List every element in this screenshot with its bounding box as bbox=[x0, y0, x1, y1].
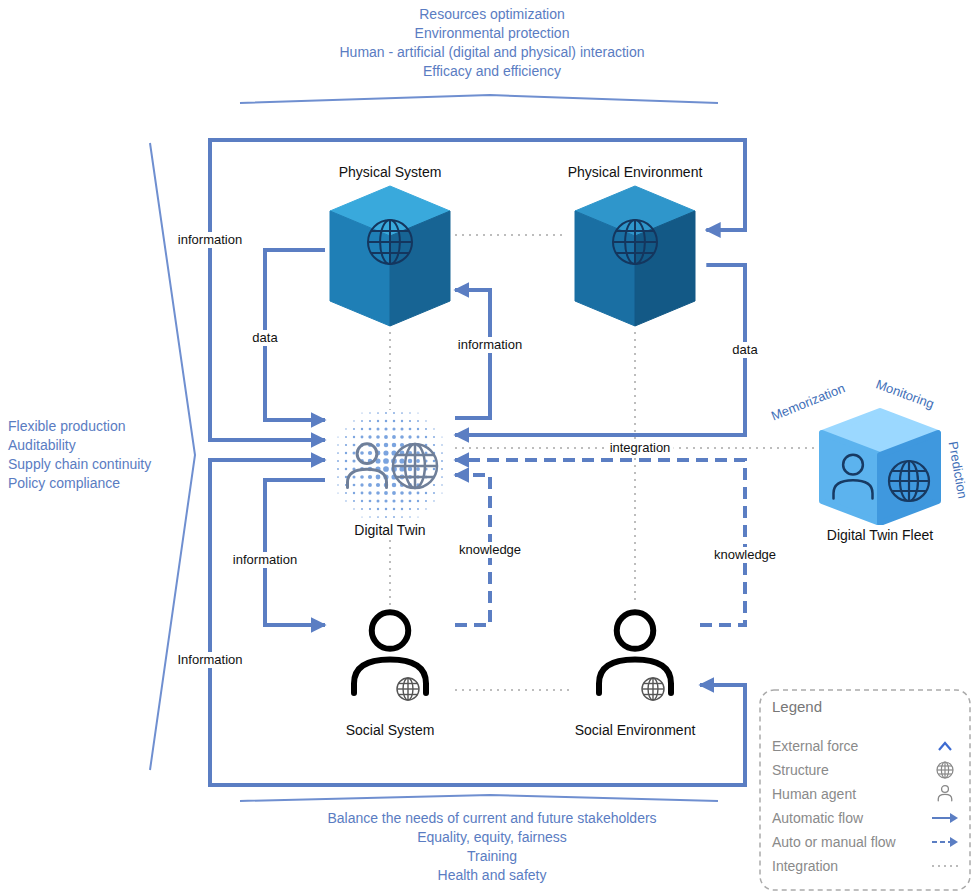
legend-row: Integration bbox=[772, 855, 962, 877]
flow-label: integration bbox=[607, 440, 674, 456]
person-icon bbox=[570, 605, 700, 720]
requirement-note: Balance the needs of current and future … bbox=[327, 810, 656, 827]
legend-text: Auto or manual flow bbox=[772, 834, 896, 850]
fleet-function: Prediction bbox=[945, 440, 972, 500]
person-symbol bbox=[834, 455, 873, 499]
fleet-icon bbox=[815, 405, 945, 525]
flow-arrow bbox=[455, 460, 745, 625]
person-symbol bbox=[938, 786, 952, 801]
legend-row: Automatic flow bbox=[772, 807, 962, 829]
legend-text: Integration bbox=[772, 858, 838, 874]
flow-label: knowledge bbox=[456, 542, 524, 558]
diagram-node: Digital Twin bbox=[325, 410, 455, 540]
flow-arrow bbox=[455, 290, 490, 418]
integration-link bbox=[389, 332, 391, 410]
flow-label: data bbox=[249, 330, 280, 346]
integration-link bbox=[455, 689, 570, 691]
top-bracket bbox=[240, 95, 718, 103]
flow-label: data bbox=[729, 342, 760, 358]
legend-text: Structure bbox=[772, 762, 829, 778]
node-label: Social System bbox=[342, 720, 439, 740]
legend-sample bbox=[928, 856, 962, 876]
flow-label: information bbox=[455, 337, 525, 353]
diagram-node: Digital Twin Fleet bbox=[815, 405, 945, 545]
requirement-note: Auditability bbox=[8, 437, 76, 454]
requirement-note: Equality, equity, fairness bbox=[417, 829, 567, 846]
legend-sample bbox=[928, 832, 962, 852]
globe-symbol bbox=[889, 461, 929, 501]
person-icon bbox=[325, 605, 455, 720]
flow-arrow bbox=[210, 140, 745, 440]
globe-symbol bbox=[397, 678, 419, 700]
node-label: Digital Twin bbox=[350, 520, 429, 540]
requirement-note: Resources optimization bbox=[419, 6, 565, 23]
flow-label: information bbox=[175, 232, 245, 248]
twin-icon bbox=[325, 410, 455, 520]
globe-symbol bbox=[393, 444, 437, 488]
bottom-bracket bbox=[240, 795, 718, 801]
legend-sample bbox=[928, 808, 962, 828]
node-label: Physical Environment bbox=[564, 162, 707, 182]
legend-sample bbox=[928, 736, 962, 756]
legend-text: Automatic flow bbox=[772, 810, 863, 826]
cube-icon bbox=[570, 182, 700, 332]
legend-box bbox=[760, 690, 970, 890]
requirement-note: Flexible production bbox=[8, 418, 126, 435]
legend-title: Legend bbox=[772, 698, 822, 715]
fleet-function: Memorization bbox=[769, 380, 848, 425]
diagram-node: Physical Environment bbox=[564, 162, 707, 332]
globe-symbol bbox=[937, 762, 953, 778]
globe-symbol bbox=[368, 220, 412, 264]
diagram-node: Physical System bbox=[325, 162, 455, 332]
flow-label: information bbox=[230, 552, 300, 568]
integration-link bbox=[634, 332, 636, 605]
node-label: Digital Twin Fleet bbox=[823, 525, 937, 545]
requirement-note: Health and safety bbox=[438, 867, 547, 884]
globe-symbol bbox=[642, 678, 664, 700]
cube-icon bbox=[325, 182, 455, 332]
integration-link bbox=[455, 234, 564, 236]
globe-symbol bbox=[613, 220, 657, 264]
integration-link bbox=[389, 540, 391, 605]
legend-text: Human agent bbox=[772, 786, 856, 802]
requirement-note: Environmental protection bbox=[415, 25, 570, 42]
legend-row: Human agent bbox=[772, 783, 962, 805]
node-label: Physical System bbox=[335, 162, 446, 182]
cube-shape bbox=[330, 186, 450, 326]
requirement-note: Training bbox=[467, 848, 517, 865]
requirement-note: Efficacy and efficiency bbox=[423, 63, 561, 80]
legend-row: Structure bbox=[772, 759, 962, 781]
legend-row: Auto or manual flow bbox=[772, 831, 962, 853]
cube-shape bbox=[575, 186, 695, 326]
legend-sample bbox=[928, 760, 962, 780]
flow-label: knowledge bbox=[711, 547, 779, 563]
cube-shape bbox=[822, 411, 938, 523]
flow-label: Information bbox=[174, 652, 245, 668]
requirement-note: Human - artificial (digital and physical… bbox=[339, 44, 644, 61]
requirement-note: Supply chain continuity bbox=[8, 456, 151, 473]
flow-arrow bbox=[210, 460, 745, 785]
legend-sample bbox=[928, 784, 962, 804]
requirement-note: Policy compliance bbox=[8, 475, 120, 492]
diagram-node: Social System bbox=[325, 605, 455, 740]
halftone-dots bbox=[337, 412, 443, 518]
node-label: Social Environment bbox=[571, 720, 700, 740]
fleet-function: Monitoring bbox=[874, 376, 937, 413]
person-symbol bbox=[348, 444, 387, 488]
legend-row: External force bbox=[772, 735, 962, 757]
diagram-node: Social Environment bbox=[570, 605, 700, 740]
legend-text: External force bbox=[772, 738, 858, 754]
